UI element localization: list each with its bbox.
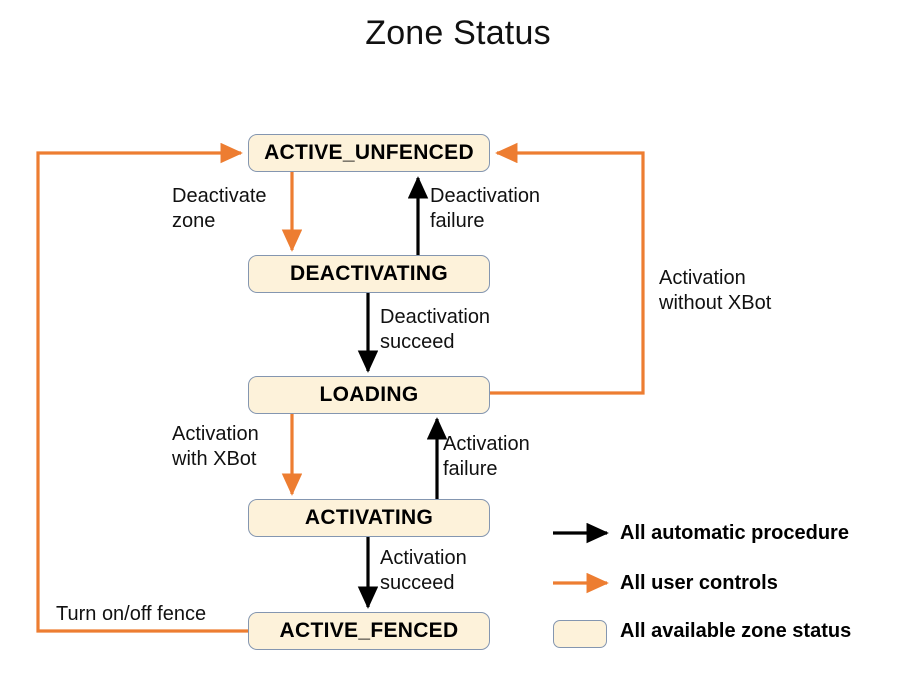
edge-label-activation-without-xbot: Activation without XBot <box>659 267 772 314</box>
edge-turn-on-off-fence <box>36 142 248 633</box>
state-loading[interactable]: LOADING <box>248 376 490 414</box>
edge-label-deactivation-succeed: Deactivation succeed <box>380 306 491 353</box>
edge-label-deactivation-failure: Deactivation failure <box>430 185 541 232</box>
edge-label-deactivate-zone: Deactivate zone <box>172 185 267 232</box>
state-active-unfenced[interactable]: ACTIVE_UNFENCED <box>248 134 490 172</box>
edge-label-activation-succeed: Activation succeed <box>380 547 467 594</box>
legend-label-user: All user controls <box>620 572 778 594</box>
legend-label-automatic: All automatic procedure <box>620 522 849 544</box>
state-deactivating[interactable]: DEACTIVATING <box>248 255 490 293</box>
edge-activation-without-xbot <box>490 142 645 395</box>
state-active-fenced[interactable]: ACTIVE_FENCED <box>248 612 490 650</box>
page-title: Zone Status <box>365 14 551 52</box>
edge-label-turn-on-off-fence: Turn on/off fence <box>56 603 207 625</box>
edge-label-activation-failure: Activation failure <box>443 433 530 480</box>
legend-label-zone-status: All available zone status <box>620 620 852 642</box>
state-activating[interactable]: ACTIVATING <box>248 499 490 537</box>
legend-swatch-zone-status <box>553 620 607 648</box>
edge-label-activation-with-xbot: Activation with XBot <box>172 423 259 470</box>
